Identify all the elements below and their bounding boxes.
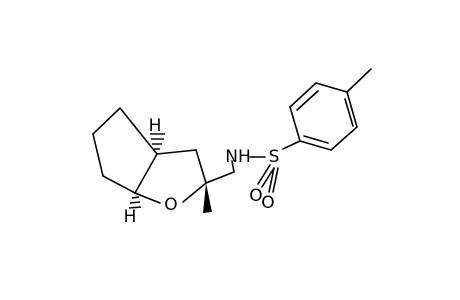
bond-ar3-ar4 xyxy=(315,82,348,93)
bond-c7-ch2 xyxy=(205,171,235,184)
atom-label-ring-oxygen: O xyxy=(164,195,177,215)
bond-c5-c1 xyxy=(119,107,158,155)
bond-c3-c4 xyxy=(102,175,136,194)
atom-label-hydrogen-top: H xyxy=(149,116,162,136)
bond-o-c4 xyxy=(134,192,161,204)
bond-c5-c6 xyxy=(156,149,197,155)
bond-ar2-ar3 xyxy=(289,82,317,108)
bond-c6-c7 xyxy=(195,149,207,184)
aromatic-inner-3 xyxy=(303,135,329,144)
aromatic-inner-2 xyxy=(344,98,354,127)
bond-ar1-ar2 xyxy=(289,106,301,142)
atom-label-sulfur: S xyxy=(269,147,280,167)
hashed-bond-top xyxy=(150,133,165,150)
bond-ar4-ar5 xyxy=(346,91,358,128)
bond-s-o-upper-a xyxy=(257,164,271,185)
bond-s-o-upper-b xyxy=(261,167,275,188)
atom-label-oxygen-lower: O xyxy=(261,193,274,213)
wedge-bond-methyl xyxy=(203,183,212,213)
bond-ar6-ar1 xyxy=(299,140,332,151)
bond-s-o-lower-b xyxy=(272,167,279,193)
hashed-bond-bottom xyxy=(128,196,142,209)
bond-ar4-methyl xyxy=(346,68,372,93)
bond-c2-c3 xyxy=(92,133,104,177)
bond-s-aryl xyxy=(282,140,301,150)
atom-label-hydrogen-bottom: H xyxy=(124,207,137,227)
atom-label-oxygen-upper: O xyxy=(249,186,262,206)
bond-c1-c2 xyxy=(92,107,121,135)
aromatic-inner-1 xyxy=(296,90,319,111)
atom-label-nitrogen-hydrogen: NH xyxy=(225,147,251,167)
bond-c4-c5 xyxy=(134,153,158,194)
bond-s-o-lower-a xyxy=(268,167,275,193)
bond-ch2-n xyxy=(231,160,235,173)
bond-ar5-ar6 xyxy=(330,126,358,151)
bond-c7-o xyxy=(182,182,207,203)
